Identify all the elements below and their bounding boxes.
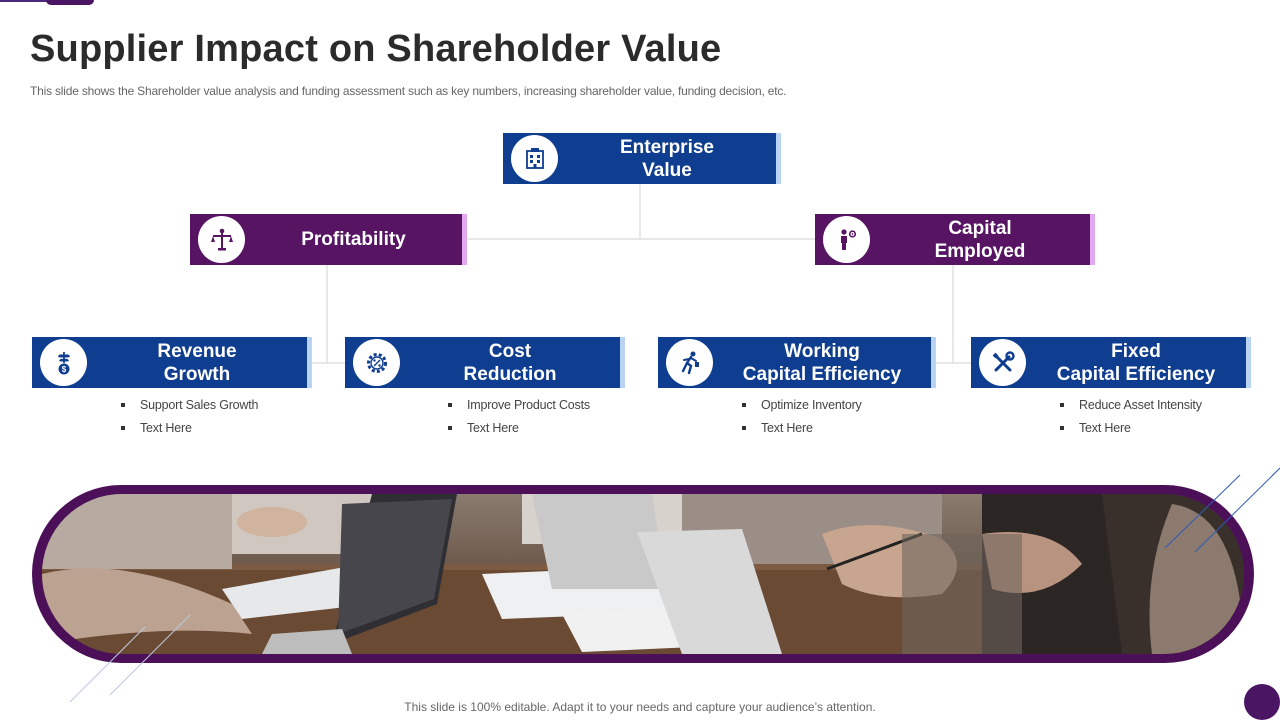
node-fixed-capital-efficiency: Fixed Capital Efficiency <box>971 337 1251 388</box>
bullet-item: Optimize Inventory <box>741 394 862 417</box>
bullet-item: Improve Product Costs <box>447 394 590 417</box>
bullets-revenue-growth: Support Sales Growth Text Here <box>120 394 258 440</box>
balance-scale-icon <box>198 216 245 263</box>
meeting-photo <box>42 494 1244 654</box>
photo-banner-frame <box>32 485 1254 663</box>
gear-percent-icon <box>353 339 400 386</box>
top-accent-tab <box>46 0 94 5</box>
node-label: Cost Reduction <box>463 340 557 385</box>
node-profitability: Profitability <box>190 214 467 265</box>
person-gear-icon <box>823 216 870 263</box>
node-capital-employed: Capital Employed <box>815 214 1095 265</box>
node-accent-bar <box>931 337 936 388</box>
node-label: Working Capital Efficiency <box>742 340 902 385</box>
bullet-item: Text Here <box>447 417 590 440</box>
node-label: Capital Employed <box>934 217 1026 262</box>
node-label: Enterprise Value <box>620 136 714 181</box>
node-working-capital-efficiency: Working Capital Efficiency <box>658 337 936 388</box>
node-accent-bar <box>1090 214 1095 265</box>
bullets-cost-reduction: Improve Product Costs Text Here <box>447 394 590 440</box>
node-accent-bar <box>1246 337 1251 388</box>
node-revenue-growth: $ Revenue Growth <box>32 337 312 388</box>
money-plant-icon: $ <box>40 339 87 386</box>
wrench-screwdriver-icon <box>979 339 1026 386</box>
enterprise-building-icon <box>511 135 558 182</box>
footer-note: This slide is 100% editable. Adapt it to… <box>404 700 876 714</box>
corner-accent-circle <box>1244 684 1280 720</box>
top-accent-line <box>0 0 48 2</box>
bullets-working-capital-efficiency: Optimize Inventory Text Here <box>741 394 862 440</box>
node-cost-reduction: Cost Reduction <box>345 337 625 388</box>
node-accent-bar <box>462 214 467 265</box>
bullet-item: Reduce Asset Intensity <box>1059 394 1202 417</box>
node-accent-bar <box>620 337 625 388</box>
node-accent-bar <box>776 133 781 184</box>
slide-title: Supplier Impact on Shareholder Value <box>30 28 722 70</box>
node-enterprise-value: Enterprise Value <box>503 133 781 184</box>
bullet-item: Text Here <box>120 417 258 440</box>
node-label: Fixed Capital Efficiency <box>1056 340 1216 385</box>
bullet-item: Text Here <box>1059 417 1202 440</box>
node-label: Revenue Growth <box>157 340 237 385</box>
node-label: Profitability <box>301 229 406 250</box>
svg-text:$: $ <box>61 365 66 374</box>
slide-subtitle: This slide shows the Shareholder value a… <box>30 84 787 98</box>
bullet-item: Text Here <box>741 417 862 440</box>
node-accent-bar <box>307 337 312 388</box>
running-person-icon <box>666 339 713 386</box>
bullet-item: Support Sales Growth <box>120 394 258 417</box>
bullets-fixed-capital-efficiency: Reduce Asset Intensity Text Here <box>1059 394 1202 440</box>
